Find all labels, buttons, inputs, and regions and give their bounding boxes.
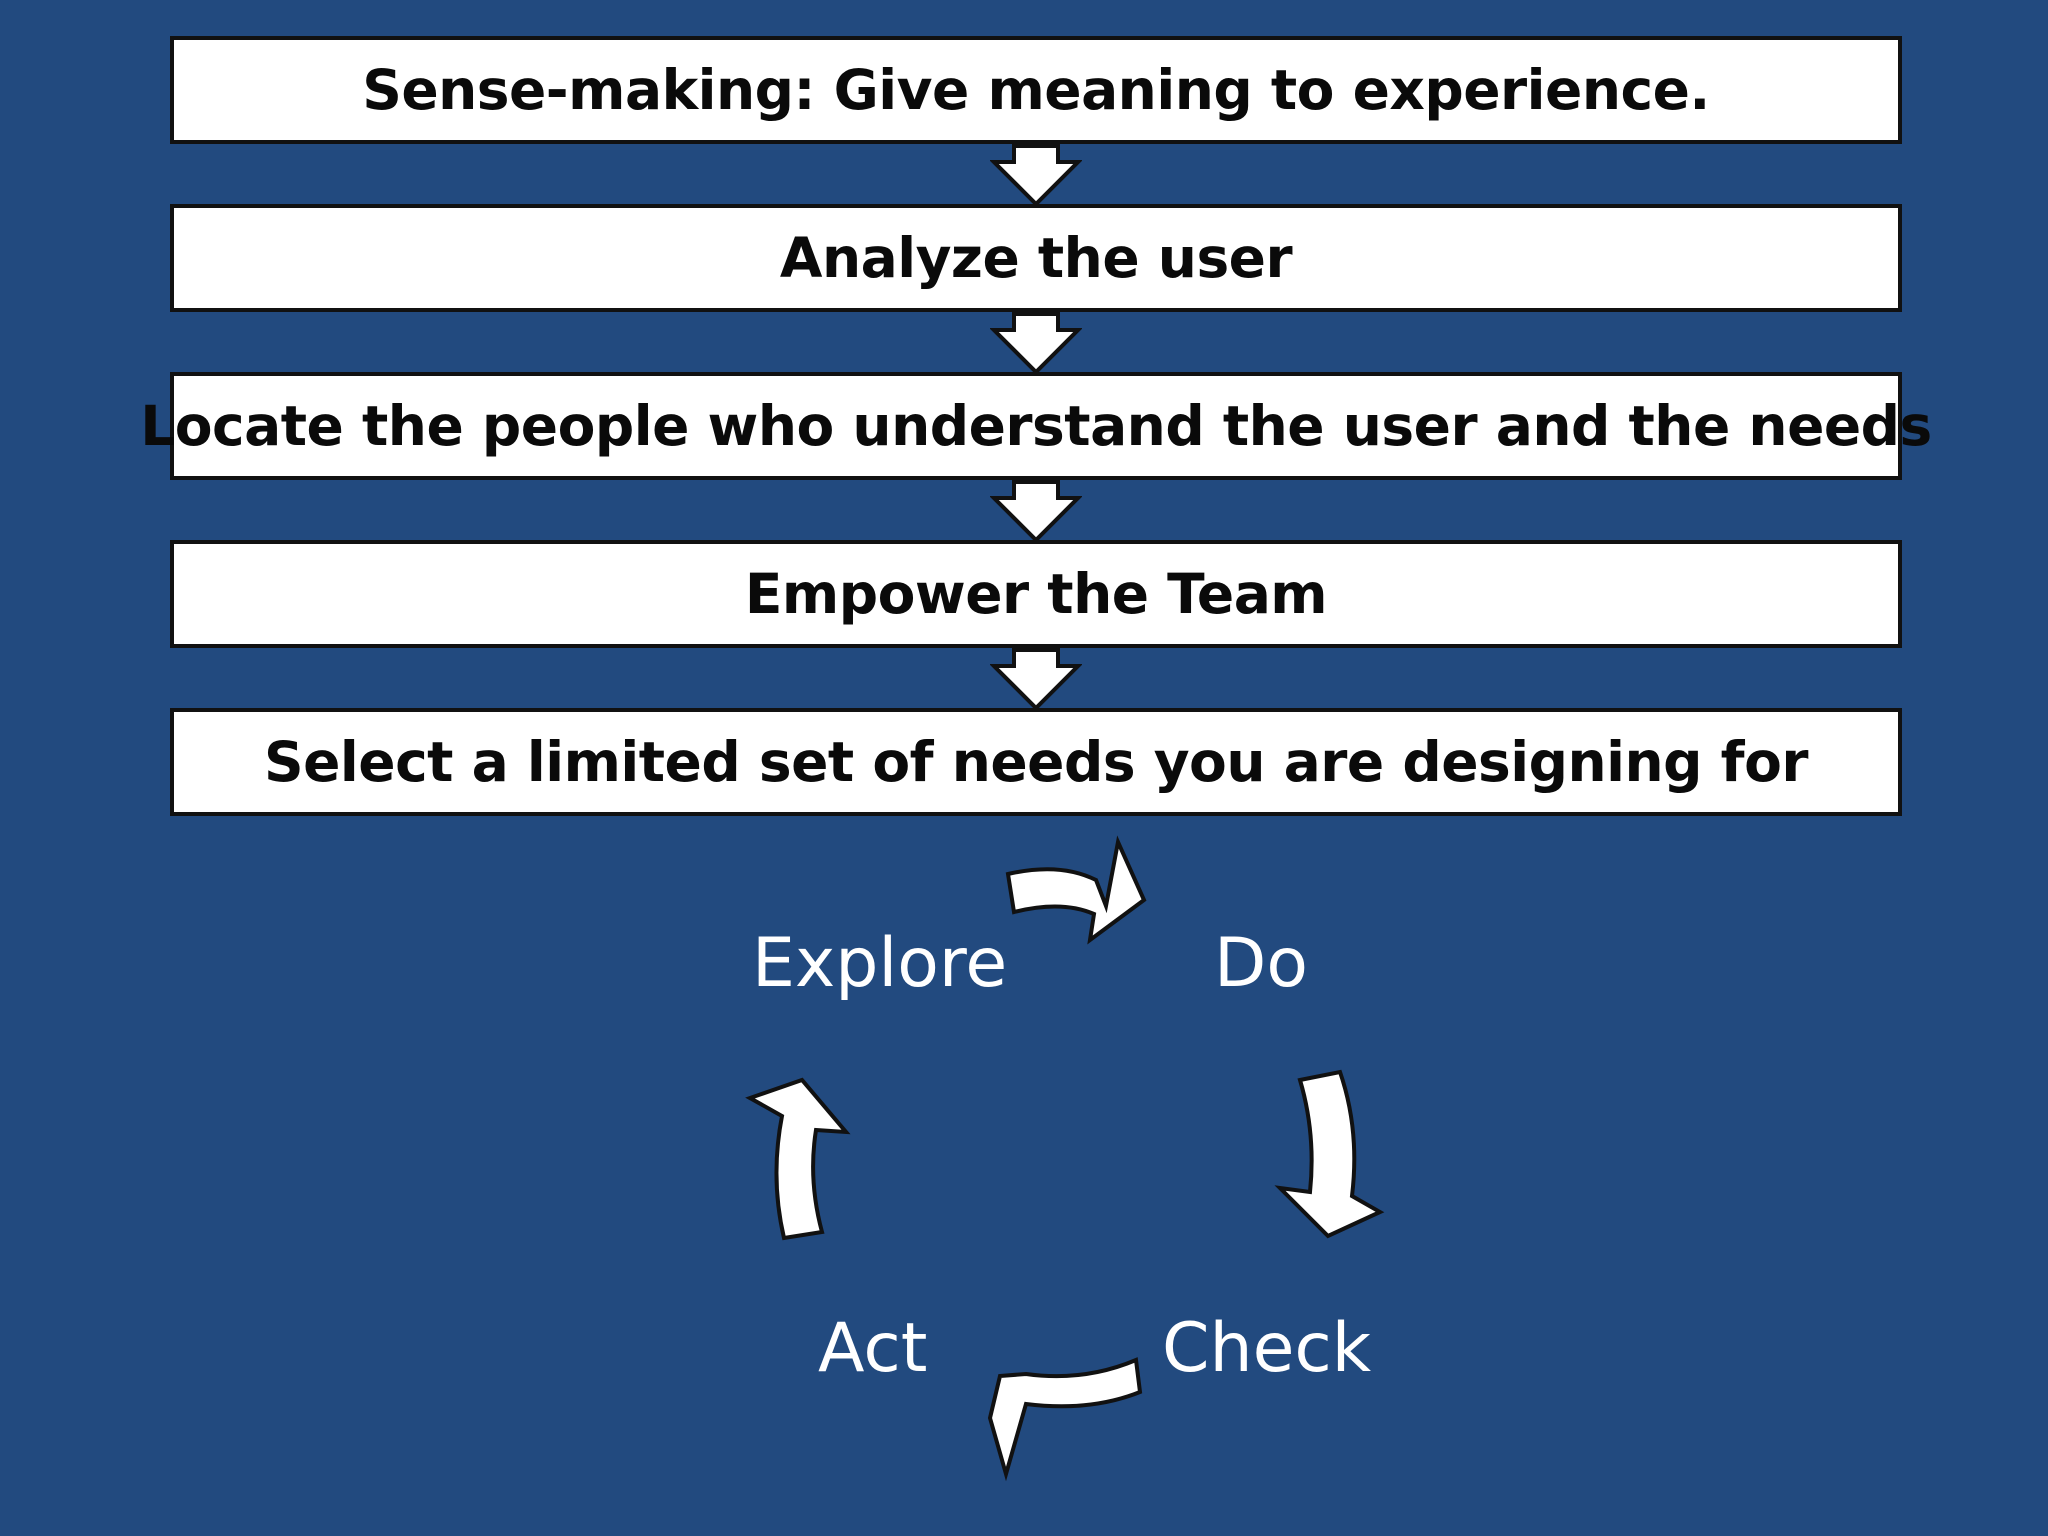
step-label: Analyze the user [779, 226, 1293, 290]
step-label: Locate the people who understand the use… [140, 394, 1932, 458]
step-box-empower-team: Empower the Team [170, 540, 1902, 648]
step-box-analyze-user: Analyze the user [170, 204, 1902, 312]
cycle-label-check: Check [1162, 1309, 1372, 1388]
curved-arrow-left-icon [987, 1357, 1143, 1482]
cycle-label-act: Act [818, 1309, 928, 1388]
step-label: Sense-making: Give meaning to experience… [362, 58, 1710, 122]
curved-arrow-down-icon [1274, 1069, 1385, 1239]
step-label: Select a limited set of needs you are de… [264, 730, 1809, 794]
step-box-locate-people: Locate the people who understand the use… [140, 372, 1932, 480]
down-arrow-icon [990, 312, 1082, 375]
step-box-sense-making: Sense-making: Give meaning to experience… [170, 36, 1902, 144]
curved-arrow-up-icon [745, 1077, 851, 1241]
cycle-label-explore: Explore [752, 924, 1008, 1003]
cycle-label-do: Do [1214, 924, 1308, 1003]
curved-arrow-right-icon [1005, 835, 1147, 945]
down-arrow-icon [990, 480, 1082, 543]
step-box-select-needs: Select a limited set of needs you are de… [170, 708, 1902, 816]
step-label: Empower the Team [744, 562, 1328, 626]
down-arrow-icon [990, 144, 1082, 207]
down-arrow-icon [990, 648, 1082, 711]
